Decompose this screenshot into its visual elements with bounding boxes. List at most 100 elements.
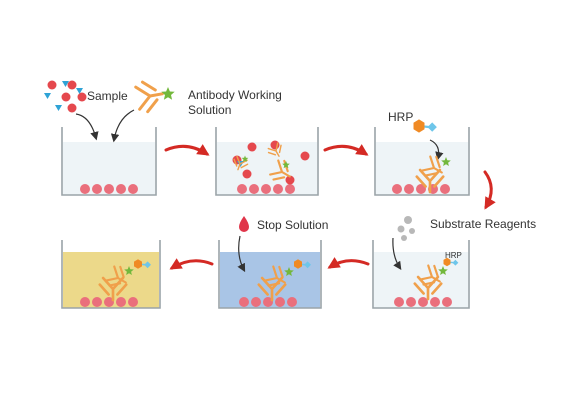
coated-bead	[128, 184, 138, 194]
process-arrow-head	[484, 196, 496, 210]
sample-particle-dot	[247, 142, 257, 152]
antibody-icon	[269, 159, 291, 181]
sample-particle-dot	[285, 175, 295, 185]
coated-bead	[263, 297, 273, 307]
process-arrow-head	[355, 144, 369, 156]
coated-bead	[394, 297, 404, 307]
sample-particle-dot	[242, 169, 252, 179]
hrp-enzyme	[413, 119, 425, 133]
star-icon	[438, 266, 448, 275]
hrp-label: HRP	[388, 110, 414, 124]
substrate-icon	[397, 216, 415, 241]
sample-particle-dot	[67, 80, 77, 90]
coated-bead	[239, 297, 249, 307]
process-arrow-head	[196, 144, 210, 156]
antibody-icon	[134, 80, 164, 114]
well-outline	[218, 240, 322, 309]
coated-bead	[128, 297, 138, 307]
coated-bead	[116, 297, 126, 307]
antibody-shape	[419, 264, 441, 286]
coated-bead	[92, 297, 102, 307]
process-arrow-icon	[483, 170, 496, 210]
antibody-icon	[264, 265, 286, 287]
antibody-icon	[421, 155, 443, 177]
substrate-dot	[409, 228, 415, 234]
coated-bead	[80, 184, 90, 194]
coated-bead	[104, 297, 114, 307]
well-outline	[372, 240, 470, 309]
sample-particle-triangle	[44, 93, 51, 99]
antibody-icon	[105, 265, 127, 287]
coated-bead	[430, 297, 440, 307]
sample-particle-triangle	[62, 81, 69, 87]
coated-bead	[404, 184, 414, 194]
antibody-label-line2: Solution	[188, 103, 232, 117]
substrate-dot	[397, 225, 405, 233]
hrp-enzyme	[443, 257, 451, 267]
stop-solution-label: Stop Solution	[257, 218, 329, 232]
stop-drop-icon	[239, 216, 249, 232]
substrate-pointer-arrow	[392, 237, 402, 270]
coated-bead	[442, 297, 452, 307]
sample-particle-dot	[67, 103, 77, 113]
coated-bead	[285, 184, 295, 194]
star-icon	[241, 155, 249, 162]
coated-bead	[406, 297, 416, 307]
process-arrow-icon	[164, 144, 210, 156]
coated-bead	[237, 184, 247, 194]
star-icon	[161, 87, 175, 100]
sample-particle-triangle	[55, 105, 62, 111]
process-arrow-head	[169, 258, 183, 270]
bead-row-1	[80, 184, 138, 194]
coated-bead	[416, 184, 426, 194]
sample-icon	[44, 80, 87, 113]
well-outline	[374, 127, 470, 196]
antibody-pointer-arrow	[110, 109, 135, 143]
process-arrow-head	[327, 257, 341, 269]
substrate-label: Substrate Reagents	[430, 217, 537, 231]
star-icon	[282, 161, 290, 169]
hrp-pointer-arrow	[429, 139, 444, 161]
bead-row-5	[239, 297, 297, 307]
sample-particle-dot	[47, 80, 57, 90]
coated-bead	[275, 297, 285, 307]
coated-bead	[104, 184, 114, 194]
hrp-icon	[413, 119, 437, 133]
sample-particle-dot	[300, 151, 310, 161]
sample-particle-dot	[270, 140, 280, 150]
substrate-dot	[401, 235, 407, 241]
coated-bead	[249, 184, 259, 194]
sample-pointer-arrow	[75, 113, 99, 141]
antibody-shape	[105, 265, 127, 287]
antibody-label-line1: Antibody Working	[188, 88, 282, 102]
process-arrow-icon	[169, 258, 214, 270]
sample-particle-dot	[77, 92, 87, 102]
well-outline	[61, 240, 161, 309]
coated-bead	[261, 184, 271, 194]
antibody-shape	[269, 159, 291, 181]
bead-row-4	[394, 297, 452, 307]
antibody-shape	[421, 155, 443, 177]
star-icon	[124, 266, 134, 275]
antibody-shape	[264, 265, 286, 287]
process-arrow-icon	[323, 144, 369, 156]
antibody-icon	[233, 155, 249, 171]
coated-bead	[418, 297, 428, 307]
sample-label: Sample	[87, 89, 128, 103]
antibody-icon	[419, 264, 441, 286]
bead-row-6	[80, 297, 138, 307]
coated-bead	[440, 184, 450, 194]
sample-particle-dot	[61, 92, 71, 102]
hrp-enzyme	[294, 259, 302, 269]
well-outline	[61, 127, 157, 196]
stop-pointer-arrow	[237, 235, 246, 273]
hrp-tag	[427, 122, 437, 132]
antibody-shape	[267, 142, 282, 157]
sample-particle-triangle	[76, 88, 83, 94]
coated-bead	[116, 184, 126, 194]
process-arrow-icon	[327, 257, 370, 269]
well-outline	[215, 127, 319, 196]
antibody-shape	[233, 155, 249, 171]
coated-bead	[80, 297, 90, 307]
